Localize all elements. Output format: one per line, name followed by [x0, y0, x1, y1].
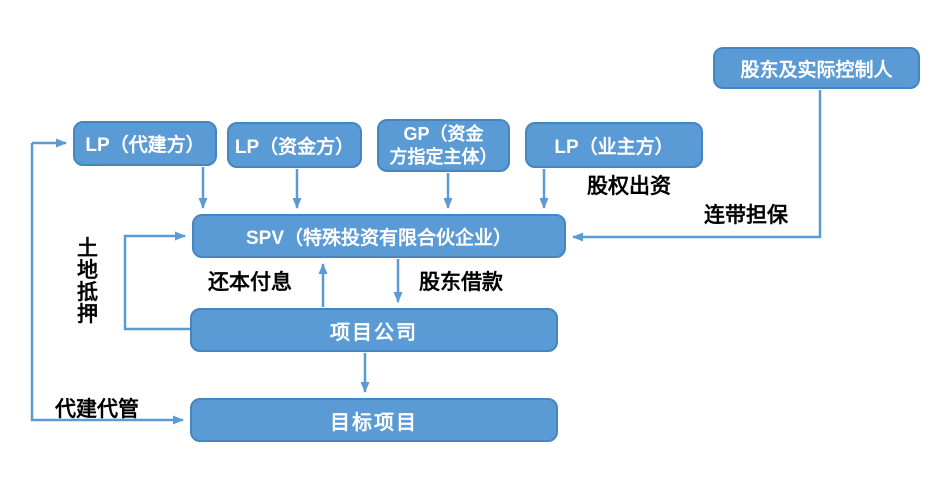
node-label: LP（资金方） — [234, 136, 355, 158]
edge-label-land-mortgage: 土地抵押 — [77, 235, 98, 326]
node-label: LP（代建方） — [85, 135, 205, 156]
node-label: SPV（特殊投资有限合伙企业） — [245, 227, 513, 249]
node-gp-designated-entity: GP（资金 方指定主体） — [377, 119, 510, 172]
node-label: 项目公司 — [330, 321, 418, 344]
edge-label-repay-principal-interest: 还本付息 — [208, 269, 292, 294]
node-shareholder-actual-controller: 股东及实际控制人 — [713, 47, 920, 89]
edge-label-shareholder-loan: 股东借款 — [419, 269, 503, 294]
edge-label-joint-guarantee: 连带担保 — [704, 202, 788, 227]
edge-label-equity-contribution: 股权出资 — [587, 173, 671, 198]
edge-label-agency-construction: 代建代管 — [55, 396, 139, 421]
node-label: 股东及实际控制人 — [740, 59, 893, 81]
node-label: 目标项目 — [330, 411, 418, 434]
node-lp-owner: LP（业主方） — [525, 122, 703, 168]
node-lp-fund-provider: LP（资金方） — [227, 122, 362, 168]
node-label-line2: 方指定主体） — [389, 146, 498, 167]
node-project-company: 项目公司 — [190, 308, 558, 352]
connector-shareholder-to-spv — [572, 90, 822, 242]
node-spv-partnership: SPV（特殊投资有限合伙企业） — [192, 214, 566, 258]
node-label: LP（业主方） — [554, 136, 674, 158]
connector-land-mortgage — [123, 231, 190, 331]
node-target-project: 目标项目 — [190, 398, 558, 442]
node-lp-construction-agent: LP（代建方） — [73, 121, 217, 166]
connector-left-to-target-project — [30, 143, 184, 425]
node-label-line1: GP（资金 — [403, 124, 484, 144]
